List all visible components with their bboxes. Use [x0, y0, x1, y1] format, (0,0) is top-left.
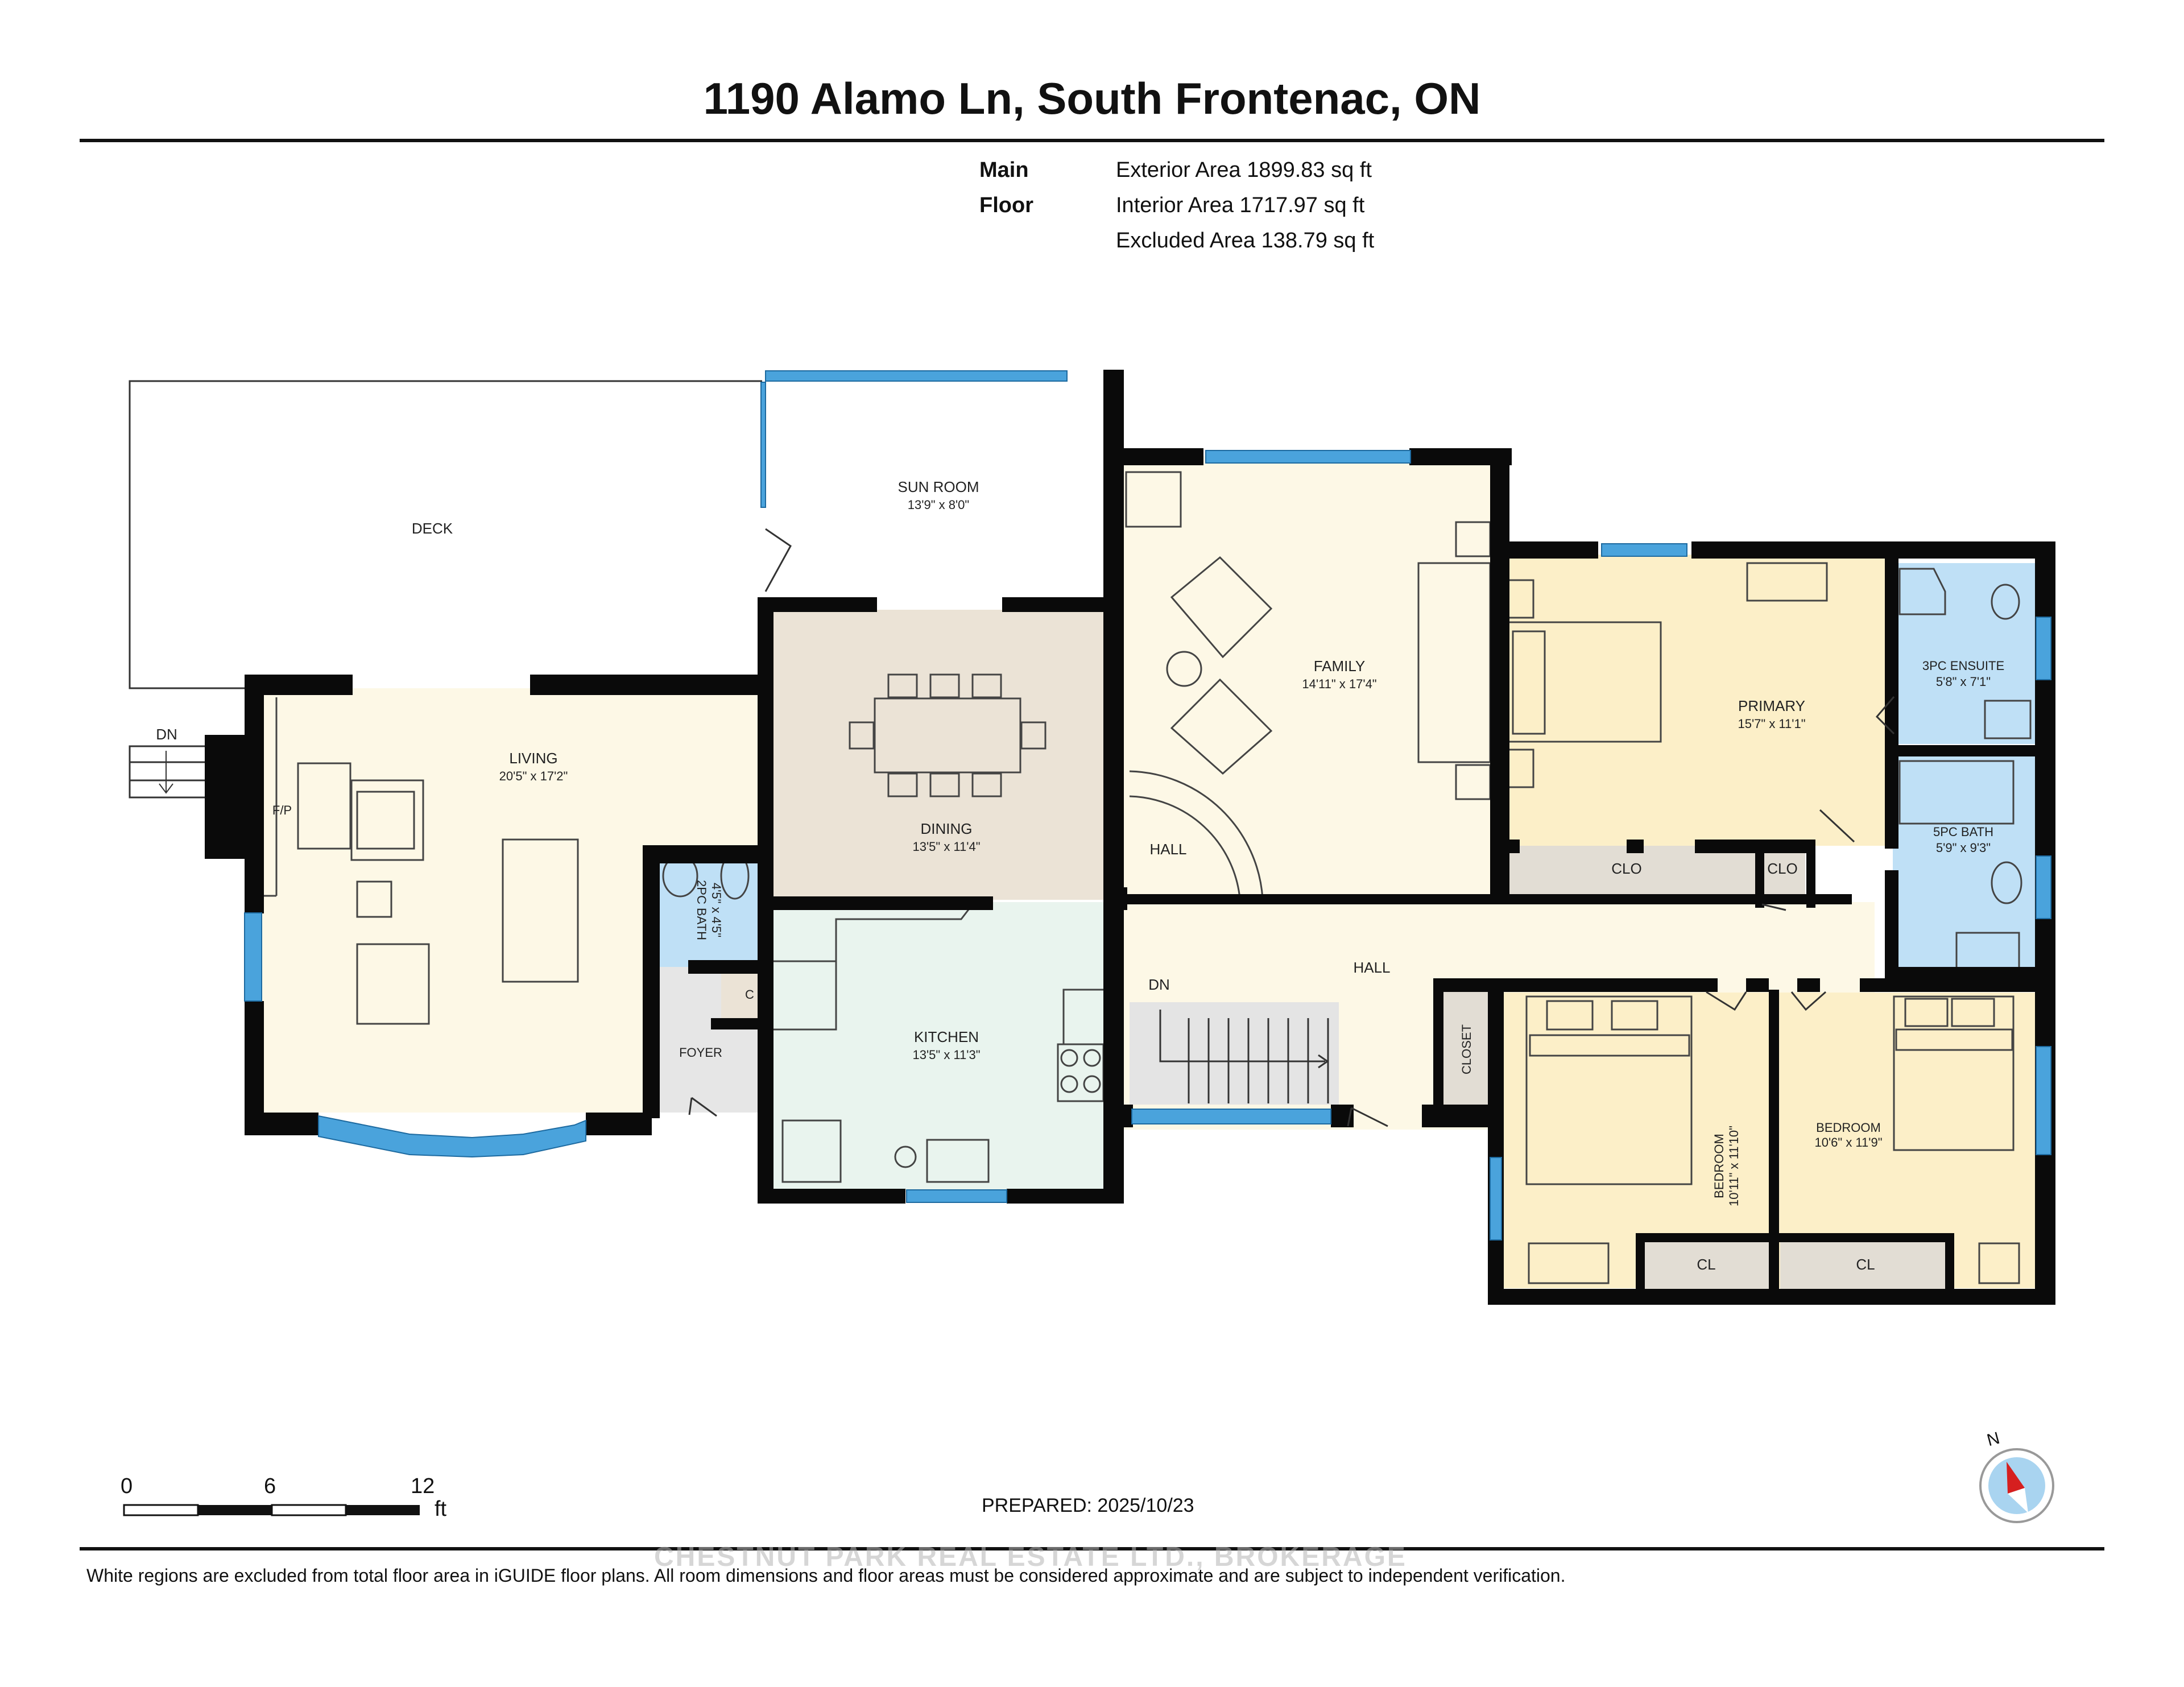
scale-unit: ft [435, 1497, 447, 1521]
doors [688, 528, 1895, 1127]
living-label: LIVING [509, 750, 557, 767]
closet-label: CLOSET [1459, 1024, 1474, 1074]
hall-main-label: HALL [1353, 959, 1390, 976]
2pc-bath-dims: 4'5" x 4'5" [709, 883, 723, 937]
brokerage-watermark: CHESTNUT PARK REAL ESTATE LTD., BROKERAG… [654, 1542, 1407, 1572]
scale-tick-12: 12 [411, 1474, 435, 1498]
fireplace-label: F/P [272, 803, 292, 817]
exterior-area: Exterior Area 1899.83 sq ft [1116, 158, 1372, 182]
header-divider [80, 139, 2104, 142]
page-title: 1190 Alamo Ln, South Frontenac, ON [703, 73, 1481, 123]
5pc-bath-dims: 5'9" x 9'3" [1936, 841, 1991, 855]
bedroom-2-dims: 10'6" x 11'9" [1814, 1135, 1882, 1150]
foyer-label: FOYER [679, 1045, 722, 1060]
ensuite-label: 3PC ENSUITE [1922, 659, 2004, 673]
kitchen-dims: 13'5" x 11'3" [912, 1048, 980, 1062]
clo-2 [1761, 846, 1805, 903]
bedroom-1-dims: 10'11" x 11'10" [1727, 1126, 1741, 1206]
closet-c [721, 973, 762, 1018]
sun-room-label: SUN ROOM [898, 478, 979, 495]
cl-1 [1644, 1240, 1774, 1290]
footer-divider [80, 1547, 2104, 1550]
cl-2-label: CL [1856, 1256, 1875, 1273]
primary-label: PRIMARY [1738, 697, 1805, 714]
dining-label: DINING [921, 820, 973, 837]
ensuite-dims: 5'8" x 7'1" [1936, 675, 1991, 689]
stairs-label: DN [1148, 976, 1170, 993]
kitchen-label: KITCHEN [914, 1028, 979, 1045]
2pc-bath [652, 853, 762, 967]
windows [244, 370, 2051, 1241]
cl-2 [1780, 1240, 1951, 1290]
prepared-date: PREPARED: 2025/10/23 [982, 1495, 1194, 1516]
compass-icon [1979, 1448, 2054, 1523]
deck-stairs-label: DN [156, 726, 177, 743]
interior-area: Interior Area 1717.97 sq ft [1116, 193, 1365, 217]
deck-label: DECK [412, 520, 453, 537]
sun-room-dims: 13'9" x 8'0" [908, 498, 969, 512]
ensuite [1893, 563, 2035, 744]
dining-room [766, 610, 1107, 900]
sun-room [766, 382, 1107, 610]
family-room [1118, 456, 1499, 900]
closet-c-label: C [745, 987, 754, 1002]
dining-dims: 13'5" x 11'4" [912, 840, 980, 854]
bedroom-2-label: BEDROOM [1816, 1120, 1881, 1135]
5pc-bath-label: 5PC BATH [1933, 825, 1993, 839]
deck [129, 380, 762, 859]
clo-2-label: CLO [1767, 860, 1797, 877]
clo-1-label: CLO [1611, 860, 1641, 877]
stair-treads [1159, 1010, 1329, 1103]
walls [245, 370, 2055, 1305]
floor-name: Main Floor [979, 158, 1033, 217]
2pc-bath-label: 2PC BATH [694, 880, 709, 940]
living-dims: 20'5" x 17'2" [499, 769, 568, 783]
excluded-area: Excluded Area 138.79 sq ft [1116, 229, 1375, 253]
primary-dims: 15'7" x 11'1" [1738, 717, 1805, 731]
stairs [1130, 1002, 1339, 1105]
family-label: FAMILY [1314, 658, 1366, 675]
closet [1442, 990, 1488, 1109]
primary-bedroom [1499, 555, 1886, 846]
disclaimer: White regions are excluded from total fl… [86, 1565, 1566, 1586]
hall-upper-label: HALL [1149, 841, 1186, 858]
family-dims: 14'11" x 17'4" [1302, 677, 1376, 691]
bedroom-1-label: BEDROOM [1712, 1134, 1726, 1198]
scale-tick-0: 0 [121, 1474, 133, 1498]
clo-1 [1499, 846, 1755, 903]
kitchen [766, 902, 1107, 1192]
scale-tick-6: 6 [264, 1474, 276, 1498]
scale-bar [123, 1504, 420, 1516]
cl-1-label: CL [1697, 1256, 1715, 1273]
